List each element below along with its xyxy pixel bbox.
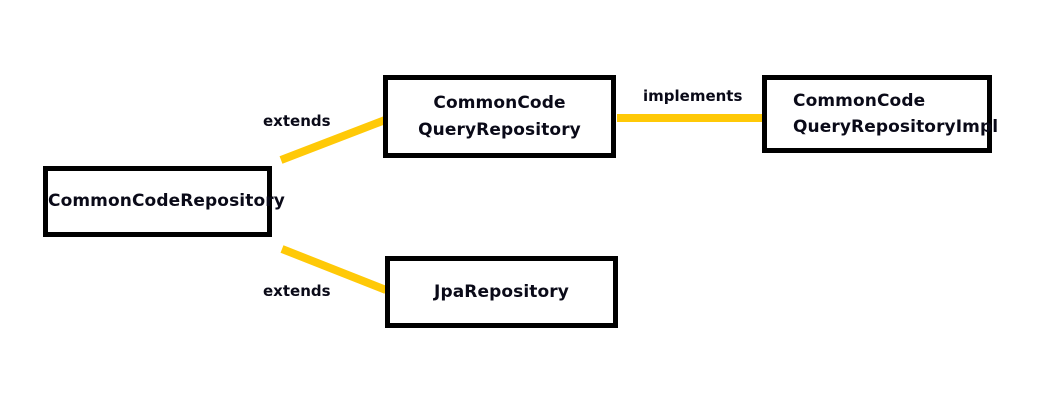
class-node-label-line2: QueryRepositoryImpl [793,117,999,137]
class-node-label-line1: CommonCode [793,90,926,111]
edge-label-extends-jpa: extends [263,282,331,300]
class-node-label-line1: CommonCode [433,93,566,114]
connector-extends-query [279,116,387,164]
class-node-commoncoderepository[interactable]: CommonCodeRepository [43,166,285,237]
class-node-label: CommonCodeRepository [48,191,285,212]
edge-label-implements: implements [643,87,743,105]
class-node-commoncodequeryrepository[interactable]: CommonCode QueryRepository [383,75,616,158]
class-node-label: JpaRepository [434,281,569,302]
connector-extends-jpa [280,245,388,294]
class-node-label-line2: QueryRepository [418,119,581,140]
edge-label-extends-query: extends [263,112,331,130]
class-node-jparepository[interactable]: JpaRepository [385,256,618,328]
class-node-commoncodequeryrepositoryimpl[interactable]: CommonCode QueryRepositoryImpl [762,75,999,153]
